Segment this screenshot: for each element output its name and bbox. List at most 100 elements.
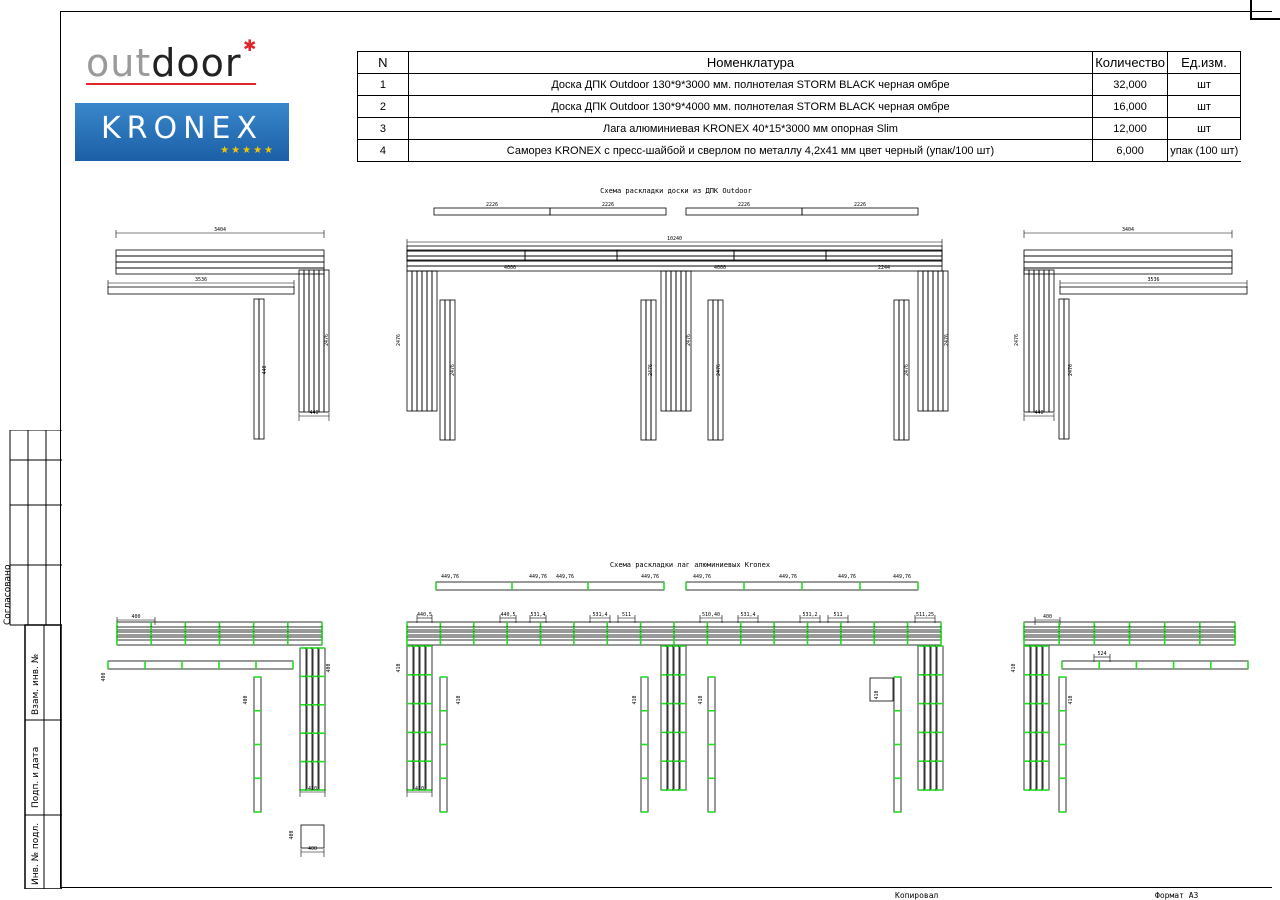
board-rect (650, 299, 657, 441)
board-rect (1058, 298, 1065, 440)
dimension-label: 440 (1034, 410, 1043, 416)
board-rect (903, 299, 910, 441)
table-row: 3 Лага алюминиевая KRONEX 40*15*3000 мм … (357, 117, 1241, 140)
dimension-label: 3536 (1147, 277, 1159, 283)
cell-n: 1 (357, 73, 409, 96)
board-rect (640, 299, 647, 441)
board-rect (1033, 269, 1040, 413)
board-rect (303, 269, 310, 413)
dimension-label: 2476 (1068, 364, 1074, 376)
board-rect (707, 299, 714, 441)
table-row: 2 Доска ДПК Outdoor 130*9*4000 мм. полно… (357, 95, 1241, 118)
board-rect (825, 249, 943, 261)
dimension-label: 440 (262, 365, 268, 374)
dimension-label: 531,4 (740, 612, 755, 618)
dimension-label: 400 (243, 695, 249, 704)
stamp-inv: Инв. № подл. (31, 823, 41, 885)
board-rect (932, 270, 939, 412)
dimension-label: 511 (622, 612, 631, 618)
dimension-label: 2476 (396, 334, 402, 346)
board-rect (1038, 269, 1045, 413)
board-rect (107, 286, 295, 295)
dimension-label: 449,76 (838, 574, 856, 580)
sheet-corner-mark (1250, 0, 1280, 20)
board-rect (549, 207, 667, 216)
dimension-label: 400 (289, 830, 295, 839)
dimension-label: 449,76 (529, 574, 547, 580)
dimension-label: 2476 (904, 364, 910, 376)
footer-format: Формат А3 (1155, 891, 1199, 900)
board-rect (665, 270, 672, 412)
board-rect (406, 270, 413, 412)
board-rect (1023, 269, 1030, 413)
scheme-titles: Схема раскладки доски из ДПК OutdoorСхем… (600, 187, 770, 569)
header-qty: Количество (1092, 51, 1168, 74)
board-rect (616, 249, 735, 261)
dimension-label: 449,76 (893, 574, 911, 580)
board-rect (675, 270, 682, 412)
cell-qty: 12,000 (1092, 117, 1168, 140)
board-rect (323, 269, 330, 413)
dimension-label: 2476 (944, 334, 950, 346)
joist-rect (107, 660, 294, 670)
board-rect (406, 260, 943, 267)
dimension-label: 3404 (214, 227, 226, 233)
dimension-label: 440,5 (417, 612, 432, 618)
board-rect (1059, 286, 1248, 295)
cell-name: Саморез KRONEX с пресс-шайбой и сверлом … (407, 139, 1093, 162)
dimension-label: 4000 (714, 265, 726, 271)
outdoor-logo: outdoor (86, 44, 266, 88)
board-rect (449, 299, 456, 441)
dimension-label: 511,25 (916, 612, 934, 618)
dimension-label: 400 (308, 846, 317, 852)
dimension-label: 3404 (1122, 227, 1134, 233)
stamp-soglasovano: Согласовано (3, 564, 13, 625)
board-rect (893, 299, 900, 441)
drawing-frame (60, 11, 1272, 888)
dimension-label: 410 (1068, 695, 1074, 704)
title-joists: Схема раскладки лаг алюминиевых Kronex (610, 561, 770, 569)
dimension-label: 511 (833, 612, 842, 618)
dimension-label: 449,76 (779, 574, 797, 580)
cell-unit: шт (1167, 117, 1241, 140)
header-n: N (357, 51, 409, 74)
kronex-logo: KRONEX ★★★★★ (75, 103, 289, 161)
dimension-label: 400 (326, 663, 332, 672)
board-rect (439, 299, 446, 441)
dimension-label: 410 (308, 786, 317, 792)
dimension-label: 2244 (878, 265, 890, 271)
board-rect (733, 249, 827, 261)
board-rect (660, 270, 667, 412)
dimension-label: 2476 (1014, 334, 1020, 346)
dimension-label: 531,4 (592, 612, 607, 618)
cell-unit: шт (1167, 73, 1241, 96)
board-rect (258, 298, 265, 440)
dimension-label: 510,40 (702, 612, 720, 618)
board-rect (1023, 255, 1233, 263)
kronex-stars-icon: ★★★★★ (220, 145, 275, 156)
dimension-label: 2226 (738, 202, 750, 208)
cell-n: 3 (357, 117, 409, 140)
cell-name: Доска ДПК Outdoor 130*9*4000 мм. полноте… (407, 95, 1094, 118)
dimension-label: 440 (309, 410, 318, 416)
dimension-label: 400 (131, 614, 140, 620)
title-boards: Схема раскладки доски из ДПК Outdoor (600, 187, 752, 195)
dimension-label: 2226 (854, 202, 866, 208)
dimension-label: 2476 (716, 364, 722, 376)
dimension-label: 2476 (686, 334, 692, 346)
dimension-label: 2226 (602, 202, 614, 208)
dimension-label: 400 (1043, 614, 1052, 620)
maple-leaf-icon: ✱ (243, 38, 257, 55)
board-rect (431, 270, 438, 412)
board-rect (406, 249, 526, 261)
dimension-label: 410 (456, 695, 462, 704)
dimension-label: 2476 (324, 334, 330, 346)
joist-rect (435, 581, 665, 591)
board-rect (1023, 267, 1233, 275)
stamp-vzam: Взам. инв. № (31, 654, 41, 715)
header-name: Номенклатура (407, 51, 1094, 74)
board-rect (115, 249, 325, 257)
board-rect (421, 270, 428, 412)
